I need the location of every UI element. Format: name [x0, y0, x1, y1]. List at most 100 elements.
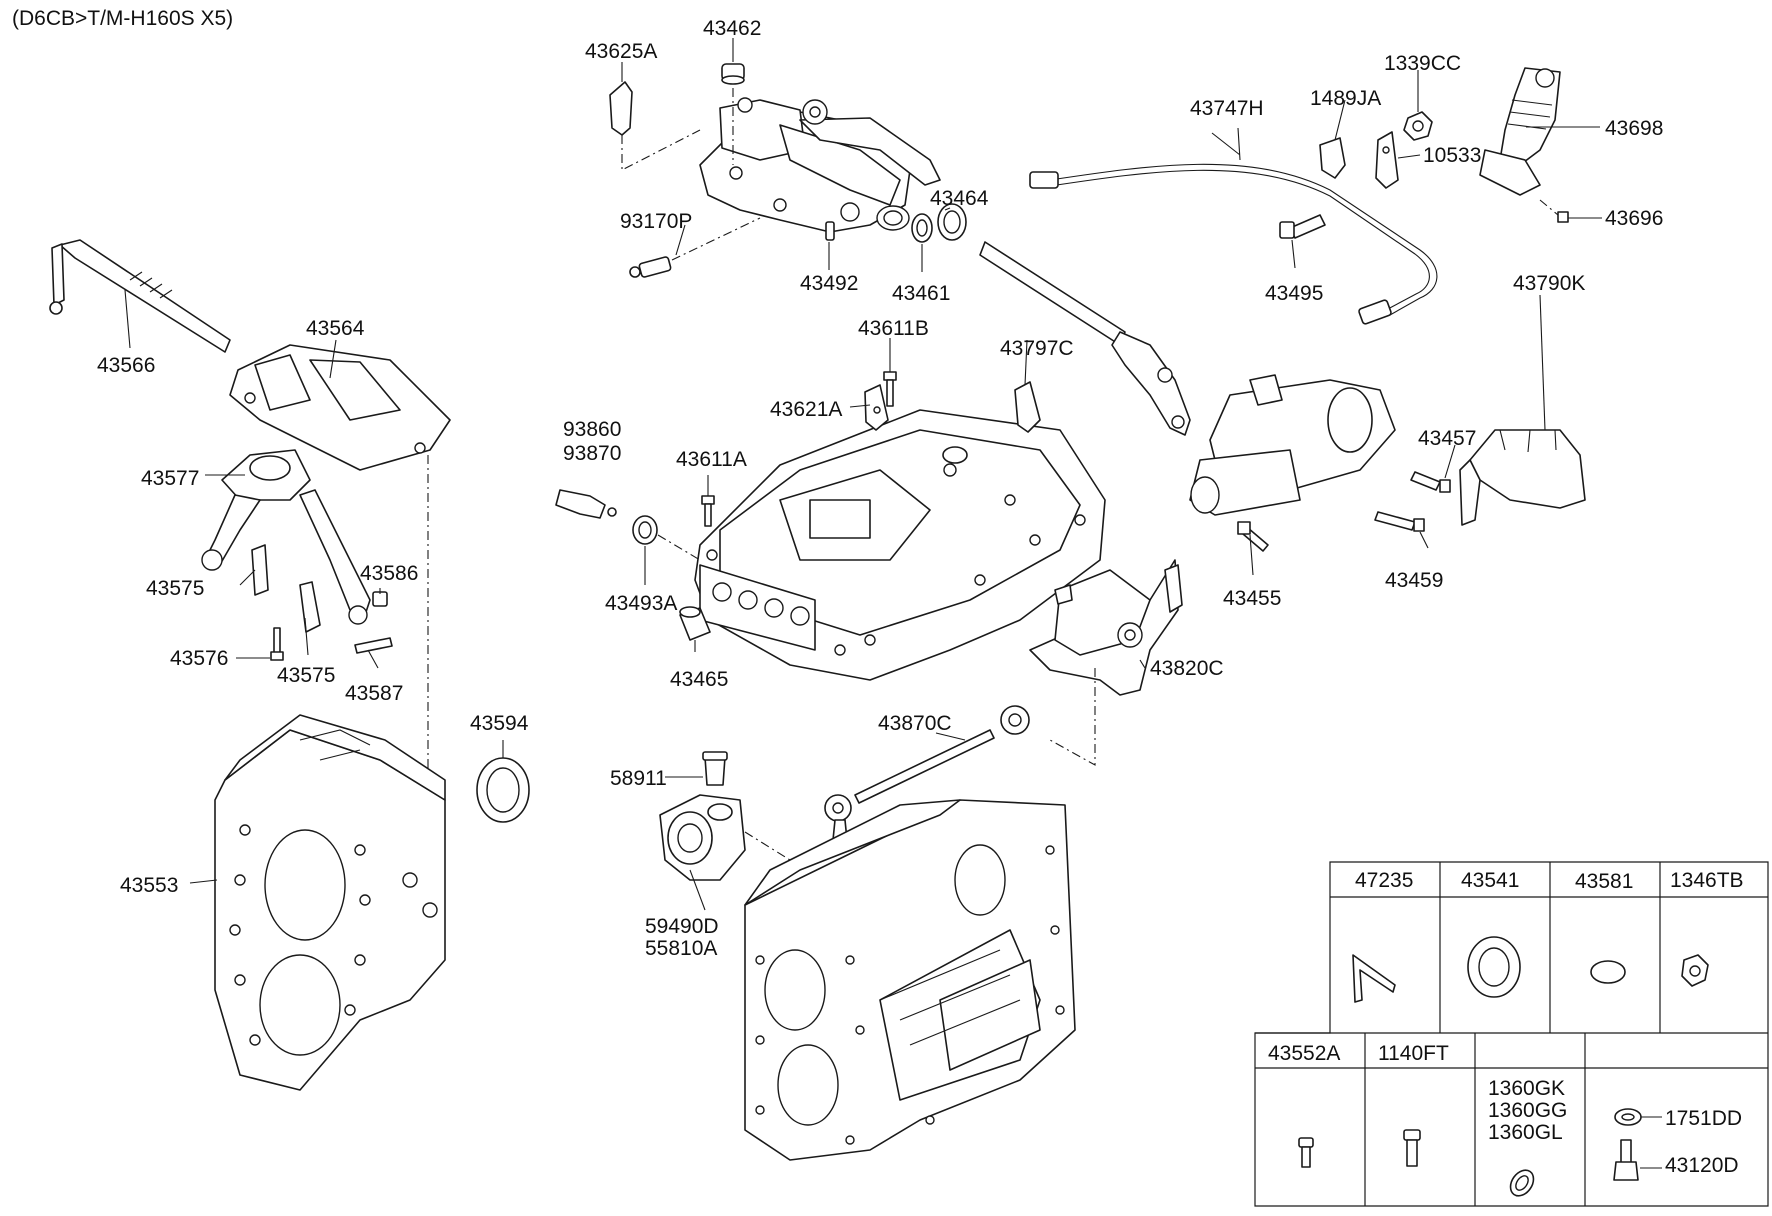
- seal-43594: [476, 757, 530, 823]
- fork-43577: [201, 449, 371, 625]
- label-43576: 43576: [170, 647, 228, 670]
- label-43797C: 43797C: [1000, 337, 1074, 360]
- label-43747H: 43747H: [1190, 97, 1264, 120]
- label-43575-b: 43575: [277, 664, 335, 687]
- table-cell-1360GL: 1360GL: [1488, 1121, 1563, 1144]
- label-43790K: 43790K: [1513, 272, 1585, 295]
- shaft-lever: [979, 241, 1191, 436]
- cable-43747H: [1029, 163, 1438, 325]
- label-43575-a: 43575: [146, 577, 204, 600]
- rod-43870C: [824, 705, 1030, 841]
- label-43696: 43696: [1605, 207, 1663, 230]
- switch-93170P: [629, 217, 761, 278]
- label-43611B: 43611B: [858, 317, 929, 340]
- label-43461: 43461: [892, 282, 950, 305]
- label-43495: 43495: [1265, 282, 1323, 305]
- label-43564: 43564: [306, 317, 365, 340]
- table-cell-1360GK: 1360GK: [1488, 1077, 1565, 1100]
- label-43625A: 43625A: [585, 40, 657, 63]
- label-1339CC: 1339CC: [1384, 52, 1461, 75]
- label-43820C: 43820C: [1150, 657, 1224, 680]
- label-55810A: 55810A: [645, 937, 717, 960]
- part-labels: 43625A 43462 1339CC 1489JA 43698 43747H …: [97, 17, 1663, 960]
- icon-43120D: [1613, 1139, 1662, 1181]
- label-43566: 43566: [97, 354, 155, 377]
- seal-43464: [937, 203, 967, 241]
- table-header-1140FT: 1140FT: [1378, 1042, 1449, 1065]
- case-cover-assembly: [694, 409, 1106, 681]
- icon-43552A: [1298, 1137, 1314, 1168]
- label-43553: 43553: [120, 874, 178, 897]
- bolt-43576: [270, 627, 284, 661]
- label-43586: 43586: [360, 562, 418, 585]
- icon-43581: [1590, 960, 1626, 984]
- label-10533: 10533: [1423, 144, 1481, 167]
- bolt-43586: [372, 591, 388, 607]
- label-59490D: 59490D: [645, 915, 719, 938]
- pin-43587: [354, 637, 393, 654]
- label-43698: 43698: [1605, 117, 1663, 140]
- label-43462: 43462: [703, 17, 761, 40]
- label-93170P: 93170P: [620, 210, 692, 233]
- bolt-43457: [1410, 471, 1451, 493]
- cap-43462: [721, 63, 745, 165]
- label-43464: 43464: [930, 187, 989, 210]
- bracket-43621A: [864, 384, 889, 431]
- bracket-43790K: [1459, 429, 1586, 526]
- table-cell-1360GG: 1360GG: [1488, 1099, 1567, 1122]
- label-43455: 43455: [1223, 587, 1281, 610]
- plug-58911: [702, 751, 728, 786]
- table-header-43552A: 43552A: [1268, 1042, 1340, 1065]
- label-43587: 43587: [345, 682, 403, 705]
- label-43459: 43459: [1385, 569, 1443, 592]
- shoe-43575-b: [299, 581, 321, 633]
- actuator-assembly: [1189, 374, 1396, 516]
- diagram-title: (D6CB>T/M-H160S X5): [12, 7, 233, 30]
- leader-lines: [124, 38, 1602, 911]
- bolt-43696: [1539, 199, 1569, 223]
- icon-43541: [1467, 936, 1521, 998]
- plate-10533: [1375, 131, 1399, 189]
- label-43493A: 43493A: [605, 592, 677, 615]
- label-93870: 93870: [563, 442, 621, 465]
- label-43870C: 43870C: [878, 712, 952, 735]
- icon-1346TB: [1681, 954, 1709, 987]
- parts-table: 47235 43541 43581 1346TB 43552A 1140FT 1…: [1254, 861, 1769, 1207]
- pin-43492: [825, 221, 835, 241]
- label-58911: 58911: [610, 767, 667, 790]
- nut-1339CC: [1403, 111, 1433, 141]
- main-case: [744, 799, 1076, 1161]
- switch-93860: [555, 489, 617, 519]
- icon-1140FT: [1403, 1129, 1421, 1167]
- shoe-43575-a: [251, 544, 269, 596]
- bracket-43797C: [1014, 381, 1041, 433]
- label-43594: 43594: [470, 712, 529, 735]
- bracket-43625A: [609, 81, 701, 171]
- seal-43461: [911, 213, 933, 243]
- table-header-43581: 43581: [1575, 870, 1633, 893]
- icon-1751DD: [1614, 1108, 1662, 1126]
- label-43577: 43577: [141, 467, 199, 490]
- valve-59490D: [659, 794, 791, 881]
- bolt-43459: [1374, 511, 1425, 532]
- table-header-43541: 43541: [1461, 869, 1519, 892]
- table-cell-1751DD: 1751DD: [1665, 1107, 1742, 1130]
- table-header-1346TB: 1346TB: [1670, 869, 1744, 892]
- label-93860: 93860: [563, 418, 621, 441]
- label-43492: 43492: [800, 272, 858, 295]
- clip-1489JA: [1319, 137, 1346, 179]
- housing-43553: [214, 714, 446, 1091]
- shift-tower-assembly: [699, 97, 941, 233]
- icon-1360G-washer: [1509, 1169, 1535, 1197]
- bolt-43455: [1237, 521, 1269, 552]
- washer-43493A: [632, 515, 701, 561]
- shaft-43566: [49, 239, 231, 353]
- bolt-43611A: [701, 495, 715, 527]
- label-43465: 43465: [670, 668, 728, 691]
- label-43457: 43457: [1418, 427, 1476, 450]
- label-43611A: 43611A: [676, 448, 747, 471]
- cover-43564: [229, 344, 451, 800]
- label-1489JA: 1489JA: [1310, 87, 1381, 110]
- table-cell-43120D: 43120D: [1665, 1154, 1739, 1177]
- icon-47235: [1352, 954, 1396, 1003]
